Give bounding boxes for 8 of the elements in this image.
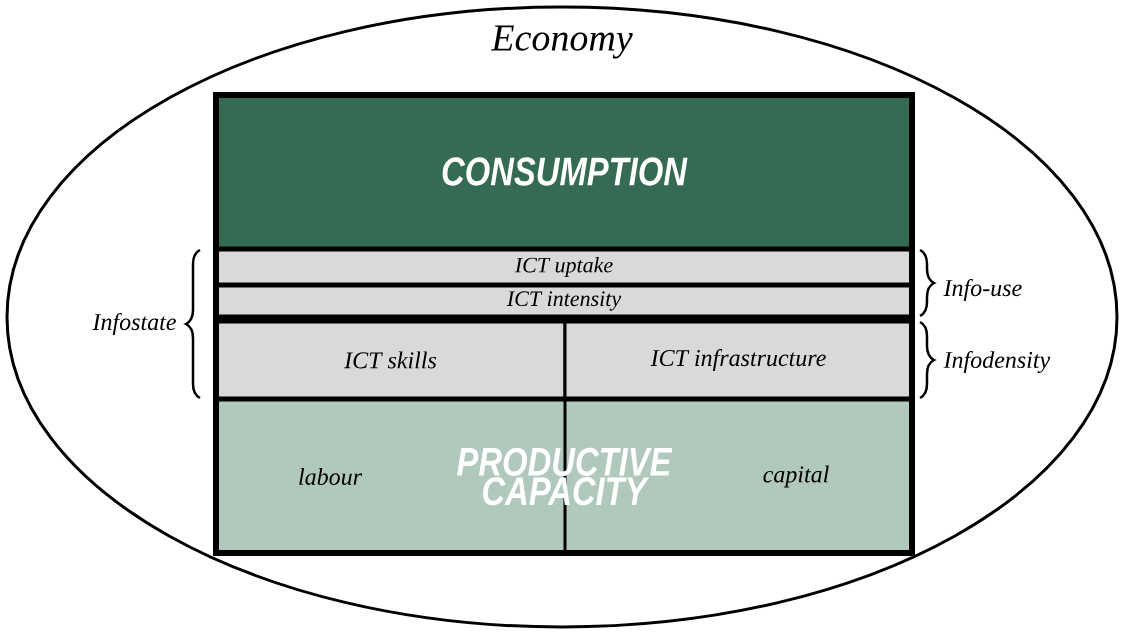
side-label: Infostate — [92, 313, 176, 335]
cell-box: ICT infrastructure — [563, 320, 914, 400]
strip-box: ICT uptake — [214, 248, 914, 286]
cell-box: ICT skills — [214, 320, 567, 400]
side-label: Infodensity — [943, 350, 1051, 374]
side-label: Info-use — [943, 279, 1022, 301]
strip-box: ICT intensity — [214, 284, 914, 318]
band-box: CONSUMPTION — [214, 93, 914, 250]
